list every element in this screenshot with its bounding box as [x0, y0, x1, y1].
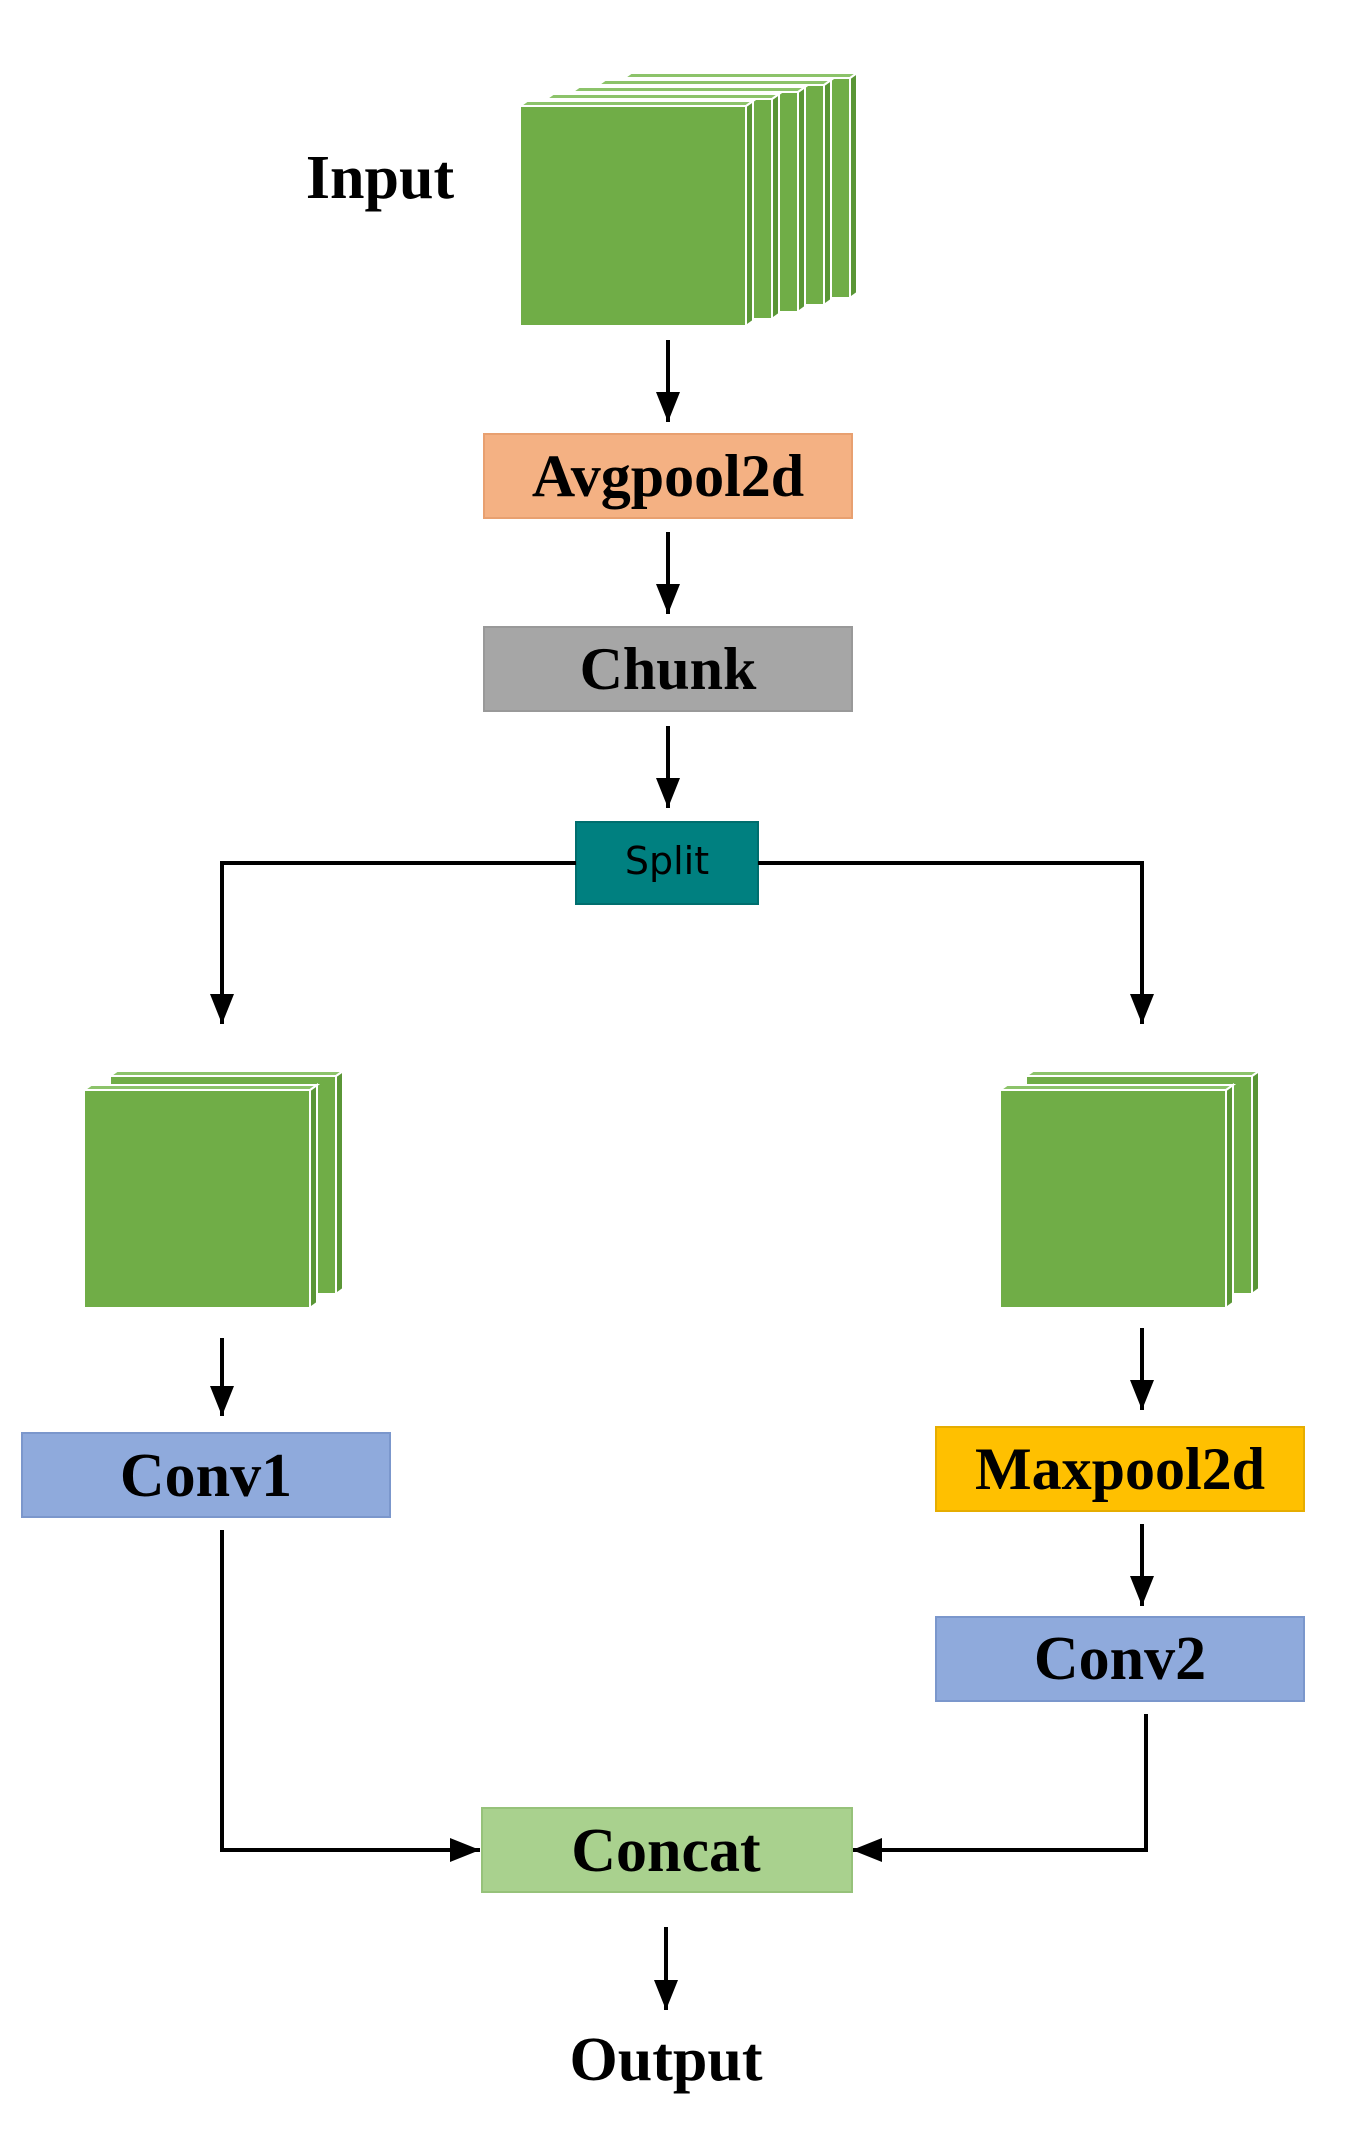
conv1-box [21, 1432, 391, 1518]
conv2-box [935, 1616, 1305, 1702]
feature-map-layer [80, 1083, 321, 1310]
right-branch-feature-map-stack [996, 1069, 1263, 1310]
chunk-label: Chunk [580, 636, 757, 702]
input-label: Input [306, 144, 455, 212]
left-branch-feature-map-stack [80, 1069, 347, 1310]
concat-label: Concat [571, 1817, 761, 1885]
maxpool2d-box [935, 1426, 1305, 1512]
arrow-conv2-to-concat [852, 1714, 1148, 1862]
conv1-label: Conv1 [120, 1442, 292, 1510]
split-label: Split [625, 839, 709, 883]
arrow-split-to-left-branch [210, 861, 576, 1024]
concat-box [481, 1807, 853, 1893]
feature-map-layer [996, 1083, 1237, 1310]
arrow-conv1-to-concat [220, 1530, 480, 1862]
maxpool2d-label: Maxpool2d [975, 1436, 1265, 1502]
avgpool2d-label: Avgpool2d [532, 443, 804, 509]
arrow-split-to-right-branch [758, 861, 1154, 1024]
conv2-label: Conv2 [1034, 1625, 1206, 1693]
output-label: Output [570, 2026, 763, 2094]
input-feature-map-stack [516, 71, 861, 328]
avgpool2d-box [483, 433, 853, 519]
chunk-box [483, 626, 853, 712]
feature-map-layer [516, 99, 757, 328]
